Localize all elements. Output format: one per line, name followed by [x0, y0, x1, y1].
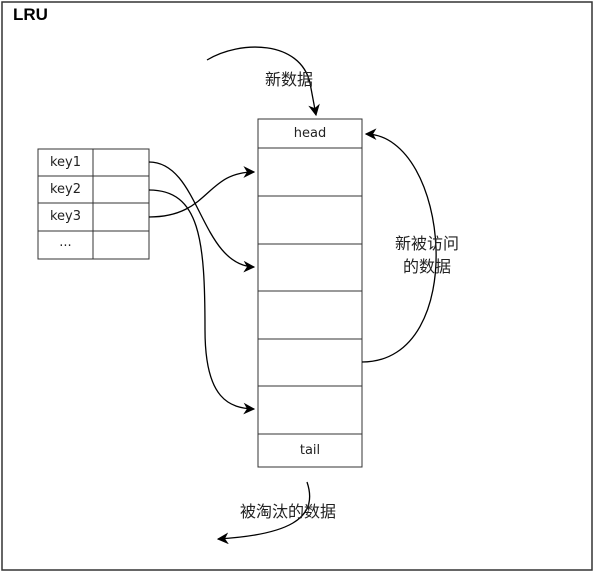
list-tail-label: tail	[299, 443, 321, 458]
hash-key-1: key1	[49, 155, 82, 170]
new-data-label: 新数据	[265, 70, 314, 89]
recently-accessed-arrow	[361, 128, 437, 363]
key2-pointer	[148, 189, 256, 415]
recently-accessed-label-line2: 的数据	[403, 257, 452, 276]
key3-pointer	[148, 166, 256, 218]
evicted-arrow	[216, 481, 311, 545]
hash-table	[37, 148, 150, 260]
diagram-title: LRU	[13, 5, 48, 24]
new-data-arrow	[206, 46, 320, 117]
evicted-data-label: 被淘汰的数据	[240, 502, 337, 521]
linked-list	[257, 118, 363, 468]
hash-key-more: ...	[59, 235, 72, 250]
list-head-label: head	[293, 126, 327, 141]
hash-key-2: key2	[49, 182, 82, 197]
hash-key-3: key3	[49, 209, 82, 224]
key1-pointer	[148, 161, 256, 273]
recently-accessed-label-line1: 新被访问	[395, 234, 460, 253]
